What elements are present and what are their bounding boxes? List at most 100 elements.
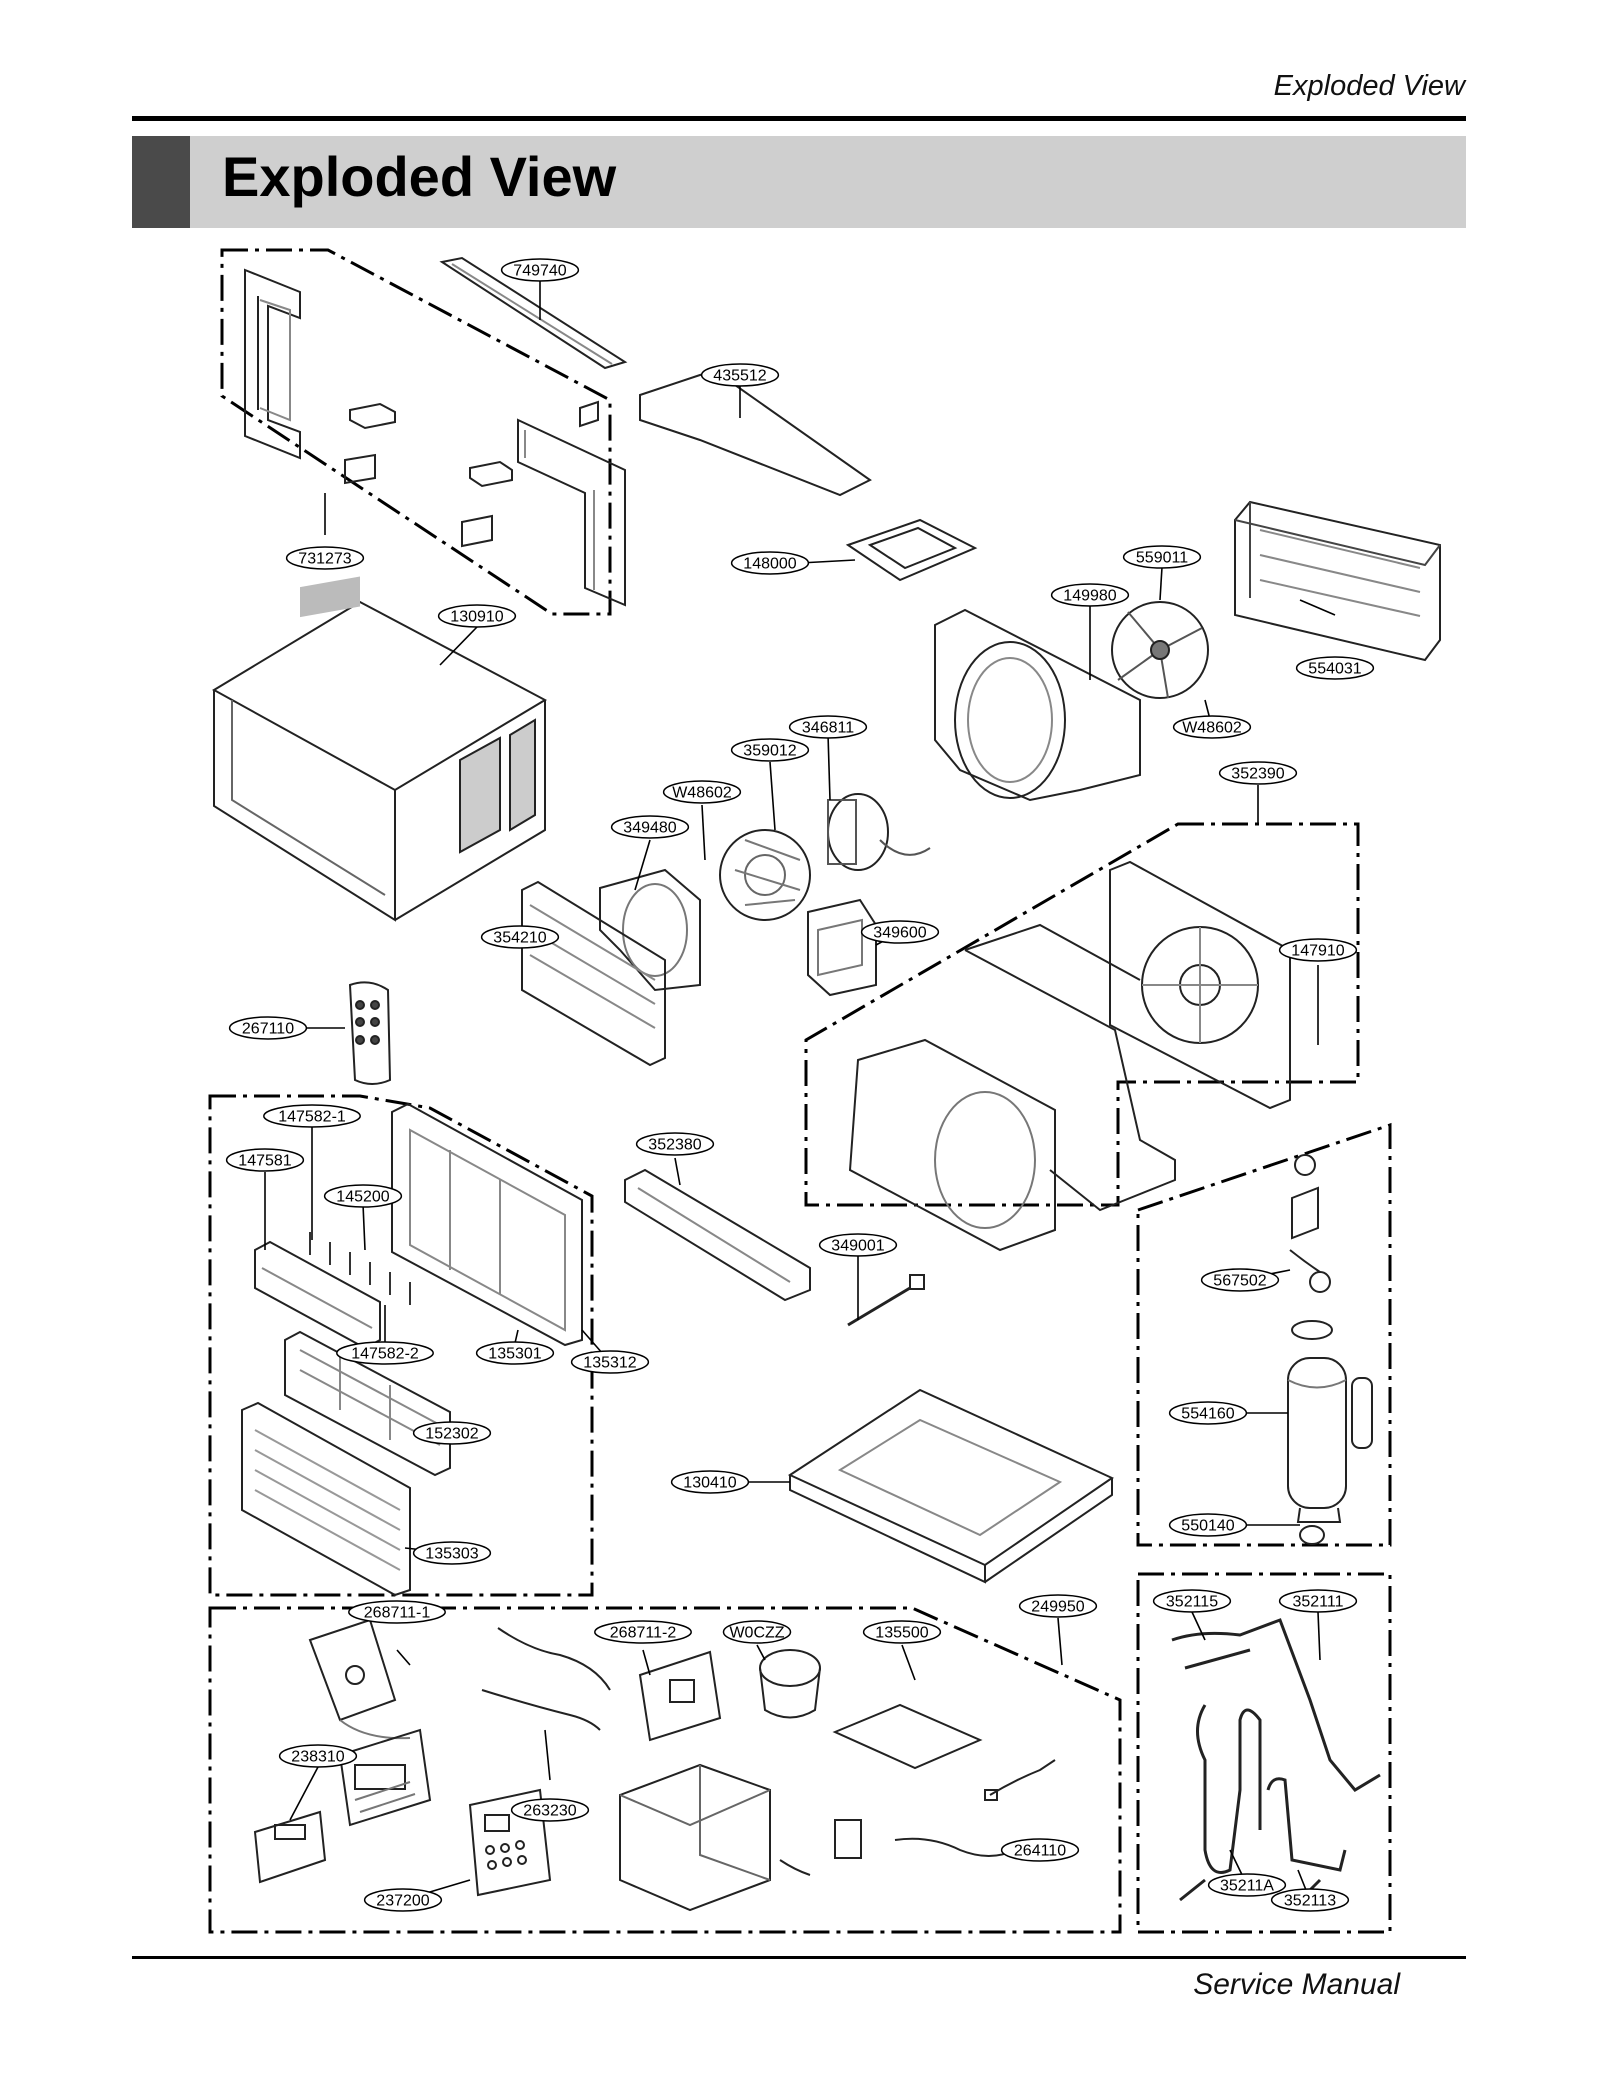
support-plate: [845, 518, 978, 582]
air-guide: [639, 368, 872, 497]
part-label-text: W48602: [672, 785, 732, 802]
part-label: 135500: [862, 1620, 942, 1644]
part-label-oval: [700, 363, 780, 387]
base-pan: [787, 1388, 1115, 1584]
part-label-oval: [228, 1016, 308, 1040]
control-box: [619, 1763, 771, 1912]
part-label-oval: [730, 738, 810, 762]
part-label: 130410: [670, 1470, 750, 1494]
mounting-brackets: [344, 400, 599, 548]
part-label: W0CZZ: [722, 1620, 792, 1644]
part-label-text: W0CZZ: [729, 1625, 784, 1642]
part-label: 346811: [788, 715, 868, 739]
part-label-oval: [1168, 1401, 1248, 1425]
part-label-oval: [363, 1888, 443, 1912]
part-label-text: 135301: [488, 1346, 541, 1363]
components: [212, 256, 1441, 1912]
part-label-text: 352113: [1284, 1893, 1336, 1910]
part-label-text: 749740: [513, 263, 566, 280]
part-label: 130910: [437, 604, 517, 628]
power-cord-harness: [779, 1819, 1041, 1876]
part-label-text: 554160: [1181, 1406, 1234, 1423]
part-label: 249950: [1018, 1594, 1098, 1618]
part-label-oval: [348, 1600, 446, 1624]
evaporator-coil: [521, 880, 666, 1067]
header-rule: [132, 116, 1466, 121]
part-label: 349480: [610, 815, 690, 839]
remote-control: [348, 981, 392, 1085]
part-label-oval: [1122, 545, 1202, 569]
title-tab: [132, 136, 190, 228]
part-label-text: 147581: [238, 1153, 291, 1170]
part-label: 352111: [1278, 1589, 1358, 1613]
part-label-oval: [862, 1620, 942, 1644]
part-label-text: 135500: [875, 1625, 928, 1642]
part-label: 554031: [1295, 656, 1375, 680]
fan-motor: [827, 793, 931, 871]
blower-wheel: [719, 829, 811, 921]
knob-panel: [468, 1788, 552, 1897]
part-label: 263230: [510, 1798, 590, 1822]
cabinet: [212, 576, 548, 922]
part-label-text: 145200: [336, 1189, 389, 1206]
part-label-oval: [1172, 715, 1252, 739]
part-label: 349001: [818, 1233, 898, 1257]
part-label-text: 731273: [298, 551, 351, 568]
scroll-housing: [599, 868, 701, 992]
part-label-oval: [1278, 938, 1358, 962]
drain-rod: [847, 1274, 925, 1327]
leader-lines: [264, 280, 1336, 1901]
part-label-oval: [860, 920, 940, 944]
main-pcb: [308, 1618, 411, 1740]
motor-mount: [807, 898, 877, 997]
part-label: 35211A: [1207, 1873, 1287, 1897]
part-label-oval: [1218, 761, 1298, 785]
part-label-text: 354210: [493, 930, 546, 947]
part-label-text: 554031: [1308, 661, 1361, 678]
part-label-oval: [670, 1470, 750, 1494]
part-label: 268711-1: [348, 1600, 446, 1624]
part-label-oval: [1152, 1589, 1232, 1613]
cover-plate: [832, 1703, 983, 1770]
title-band: Exploded View: [132, 136, 1466, 228]
part-label: 147910: [1278, 938, 1358, 962]
compressor-gasket: [1291, 1320, 1333, 1340]
part-label: 145200: [323, 1184, 403, 1208]
part-label-oval: [336, 1341, 434, 1365]
orifice-plate: [1109, 860, 1291, 1110]
partition-frame: [848, 923, 1176, 1252]
part-label-oval: [722, 1620, 792, 1644]
part-label: 731273: [285, 546, 365, 570]
part-label-text: 352380: [648, 1137, 701, 1154]
part-label-text: 249950: [1031, 1599, 1084, 1616]
part-label: 749740: [500, 258, 580, 282]
footer-rule: [132, 1956, 1466, 1959]
part-label-text: 130410: [683, 1475, 736, 1492]
part-label-oval: [225, 1148, 305, 1172]
part-label: 135312: [570, 1350, 650, 1374]
part-label-oval: [1295, 656, 1375, 680]
boundary-tubing: [1136, 1572, 1392, 1934]
power-pcb: [638, 1650, 722, 1742]
part-label-oval: [1278, 1589, 1358, 1613]
part-label: 147581: [225, 1148, 305, 1172]
part-label-text: 268711-1: [364, 1605, 431, 1622]
part-label-oval: [475, 1341, 555, 1365]
part-label: 352113: [1270, 1888, 1350, 1912]
part-label-text: 135312: [583, 1355, 636, 1372]
terminal-cover: [1291, 1154, 1319, 1240]
part-label-text: 352111: [1292, 1594, 1343, 1611]
boundary-controls: [208, 1606, 1122, 1934]
mounting-grommet: [1299, 1525, 1325, 1545]
part-label-text: 264110: [1014, 1843, 1066, 1860]
part-label-text: 130910: [450, 609, 503, 626]
part-label-text: 559011: [1136, 550, 1188, 567]
part-label-text: 149980: [1063, 588, 1116, 605]
boundary-window-frame: [220, 248, 612, 616]
sensor-cable: [984, 1759, 1056, 1801]
part-label-text: 238310: [291, 1749, 344, 1766]
part-label: 267110: [228, 1016, 308, 1040]
part-label-oval: [818, 1233, 898, 1257]
part-label-oval: [1018, 1594, 1098, 1618]
part-label: 135303: [412, 1541, 492, 1565]
